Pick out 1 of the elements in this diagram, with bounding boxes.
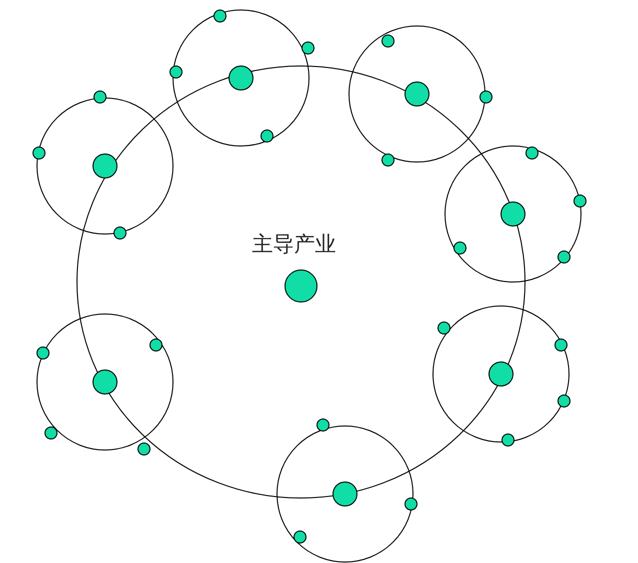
core-industry-label: 主导产业 (252, 231, 336, 258)
